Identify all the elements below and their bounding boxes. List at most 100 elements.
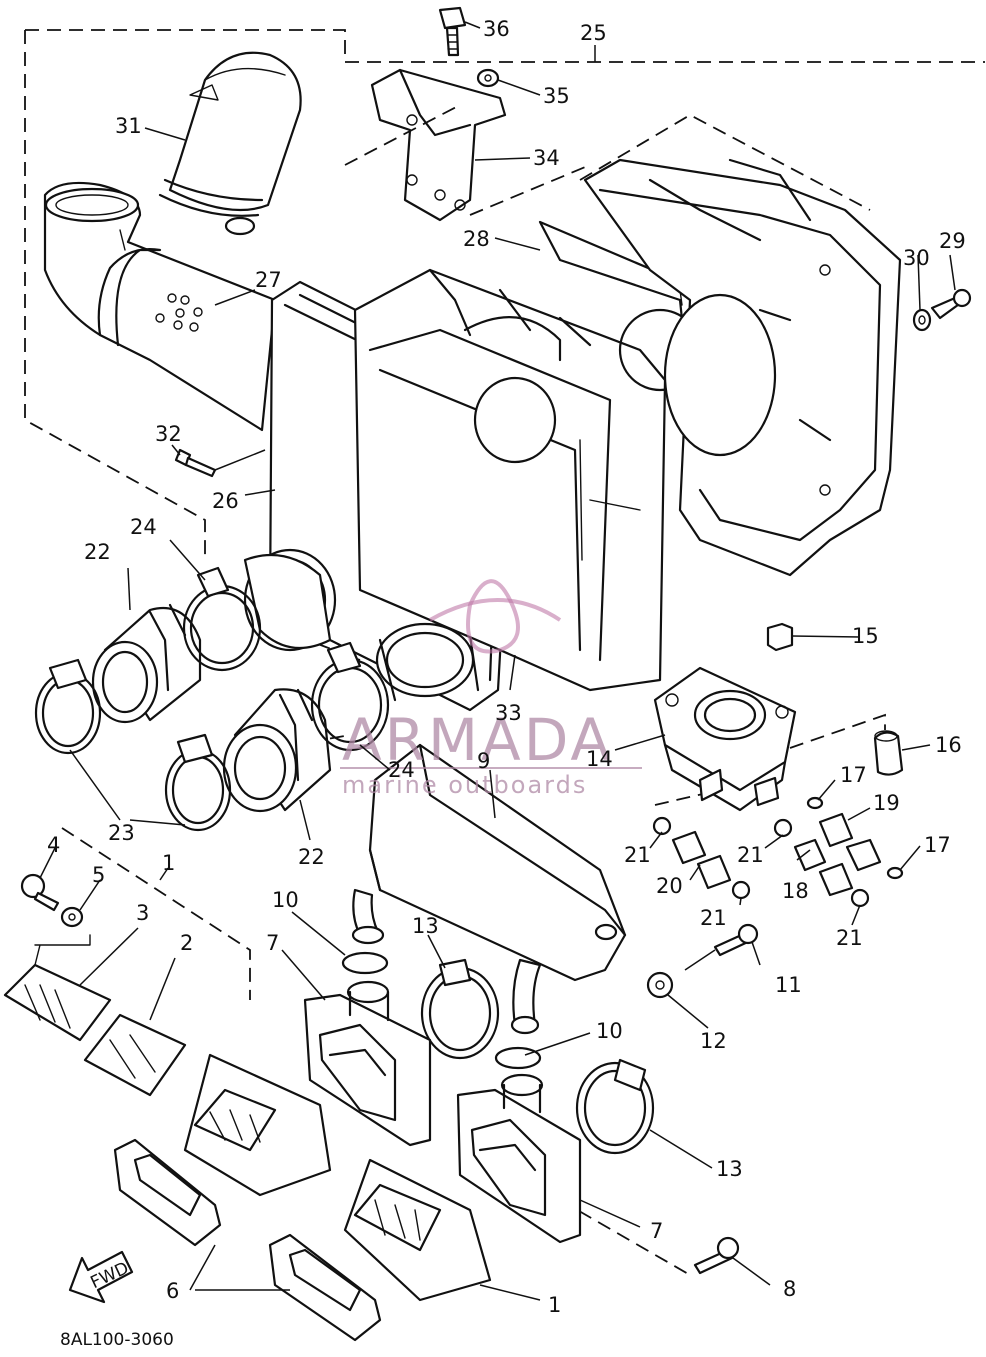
part-28-air-box-lid [353, 268, 667, 692]
callout-35: 35 [543, 84, 570, 108]
callout-24-upper: 24 [130, 515, 157, 539]
callout-21-d: 21 [836, 926, 863, 950]
group-7-boundary [559, 1199, 691, 1276]
part-18-hose [793, 838, 854, 897]
callout-21-a: 21 [624, 843, 651, 867]
callout-27: 27 [255, 268, 282, 292]
part-13-clamp-lower [575, 1058, 655, 1155]
part-7-manifold-lower [456, 1073, 582, 1244]
callout-13-upper: 13 [412, 914, 439, 938]
callout-18: 18 [782, 879, 809, 903]
part-34-bracket [344, 68, 591, 222]
part-9-silencer [351, 743, 627, 1035]
callout-17-upper: 17 [840, 763, 867, 787]
callout-8: 8 [783, 1277, 796, 1301]
callout-7-upper: 7 [266, 931, 279, 955]
callout-28: 28 [463, 227, 490, 251]
callout-21-c: 21 [700, 906, 727, 930]
callout-9: 9 [477, 749, 490, 773]
part-10-o-ring-upper [341, 951, 389, 975]
callout-21-b: 21 [737, 843, 764, 867]
watermark-brand: ARMADA [342, 706, 613, 774]
callout-24-lower: 24 [388, 758, 415, 782]
callout-22-lower: 22 [298, 845, 325, 869]
part-21-clips [652, 816, 870, 908]
callout-30: 30 [903, 246, 930, 270]
group-1-boundary [61, 827, 251, 1000]
callout-26: 26 [212, 489, 239, 513]
callout-22-upper: 22 [84, 540, 111, 564]
part-4-screw [20, 873, 60, 912]
callout-25: 25 [580, 21, 607, 45]
watermark-tagline: marine outboards [342, 771, 587, 799]
part-11-bolt [684, 923, 759, 971]
part-35-nut [476, 68, 500, 88]
part-32-bolt [174, 448, 266, 478]
part-12-nut [646, 971, 674, 999]
part-29-bolt [930, 288, 972, 320]
part-23-clamp-left [34, 658, 102, 755]
part-1-reed-block-lower [343, 1158, 492, 1302]
part-2-reed-petal [83, 1013, 187, 1097]
part-14-throttle-body [653, 666, 797, 812]
callout-12: 12 [700, 1029, 727, 1053]
fwd-arrow: FWD [68, 1250, 134, 1304]
part-13-clamp-upper [420, 958, 500, 1060]
part-15-cap [766, 622, 794, 652]
callout-36: 36 [483, 17, 510, 41]
part-8-bolt [693, 1236, 740, 1275]
callout-20: 20 [656, 874, 683, 898]
callout-16: 16 [935, 733, 962, 757]
group-25-boundary [24, 29, 985, 560]
part-6-gasket-lower [268, 1233, 382, 1342]
part-20-hose [671, 830, 732, 890]
callout-labels: 1 1 2 3 4 5 6 7 7 8 9 10 10 11 12 13 13 … [47, 17, 966, 1317]
callout-23: 23 [108, 821, 135, 845]
callout-34: 34 [533, 146, 560, 170]
callout-7-lower: 7 [650, 1219, 663, 1243]
callout-10-lower: 10 [596, 1019, 623, 1043]
part-10-o-ring-lower [494, 1046, 542, 1070]
part-24-clamp-upper [182, 566, 262, 672]
part-24-clamp-lower [310, 641, 390, 752]
callout-1-upper: 1 [162, 851, 175, 875]
callout-33: 33 [495, 701, 522, 725]
part-17-clip-lower [886, 866, 904, 880]
callout-5: 5 [92, 863, 105, 887]
part-25-cover [583, 158, 902, 577]
callout-4: 4 [47, 833, 60, 857]
part-19-hose [818, 812, 882, 872]
part-3-reed-stopper [3, 934, 112, 1042]
watermark: ARMADA marine outboards [340, 579, 642, 799]
part-16-plug [873, 730, 904, 776]
callout-32: 32 [155, 422, 182, 446]
part-7-manifold-upper [303, 980, 432, 1147]
callout-3: 3 [136, 901, 149, 925]
callout-15: 15 [852, 624, 879, 648]
callout-17-lower: 17 [924, 833, 951, 857]
part-17-clip-upper [806, 796, 824, 810]
callout-6: 6 [166, 1279, 179, 1303]
part-22-rubber-joint-upper [91, 603, 202, 724]
part-27-intake-duct [43, 181, 277, 432]
part-6-gasket-upper [113, 1138, 222, 1247]
callout-29: 29 [939, 229, 966, 253]
callout-10-upper: 10 [272, 888, 299, 912]
part-5-washer [60, 906, 84, 928]
callout-1-lower: 1 [548, 1293, 561, 1317]
leader-lines [39, 21, 956, 1301]
part-36-bolt [438, 6, 467, 57]
callout-19: 19 [873, 791, 900, 815]
part-31-intake-elbow [158, 51, 302, 236]
callout-13-lower: 13 [716, 1157, 743, 1181]
part-1-reed-block-upper [183, 1053, 332, 1197]
callout-2: 2 [180, 931, 193, 955]
callout-14: 14 [586, 747, 613, 771]
part-30-washer [912, 308, 932, 332]
drawing-code: 8AL100-3060 [60, 1330, 174, 1350]
part-23-clamp-right [164, 733, 232, 832]
callout-11: 11 [775, 973, 802, 997]
callout-31: 31 [115, 114, 142, 138]
